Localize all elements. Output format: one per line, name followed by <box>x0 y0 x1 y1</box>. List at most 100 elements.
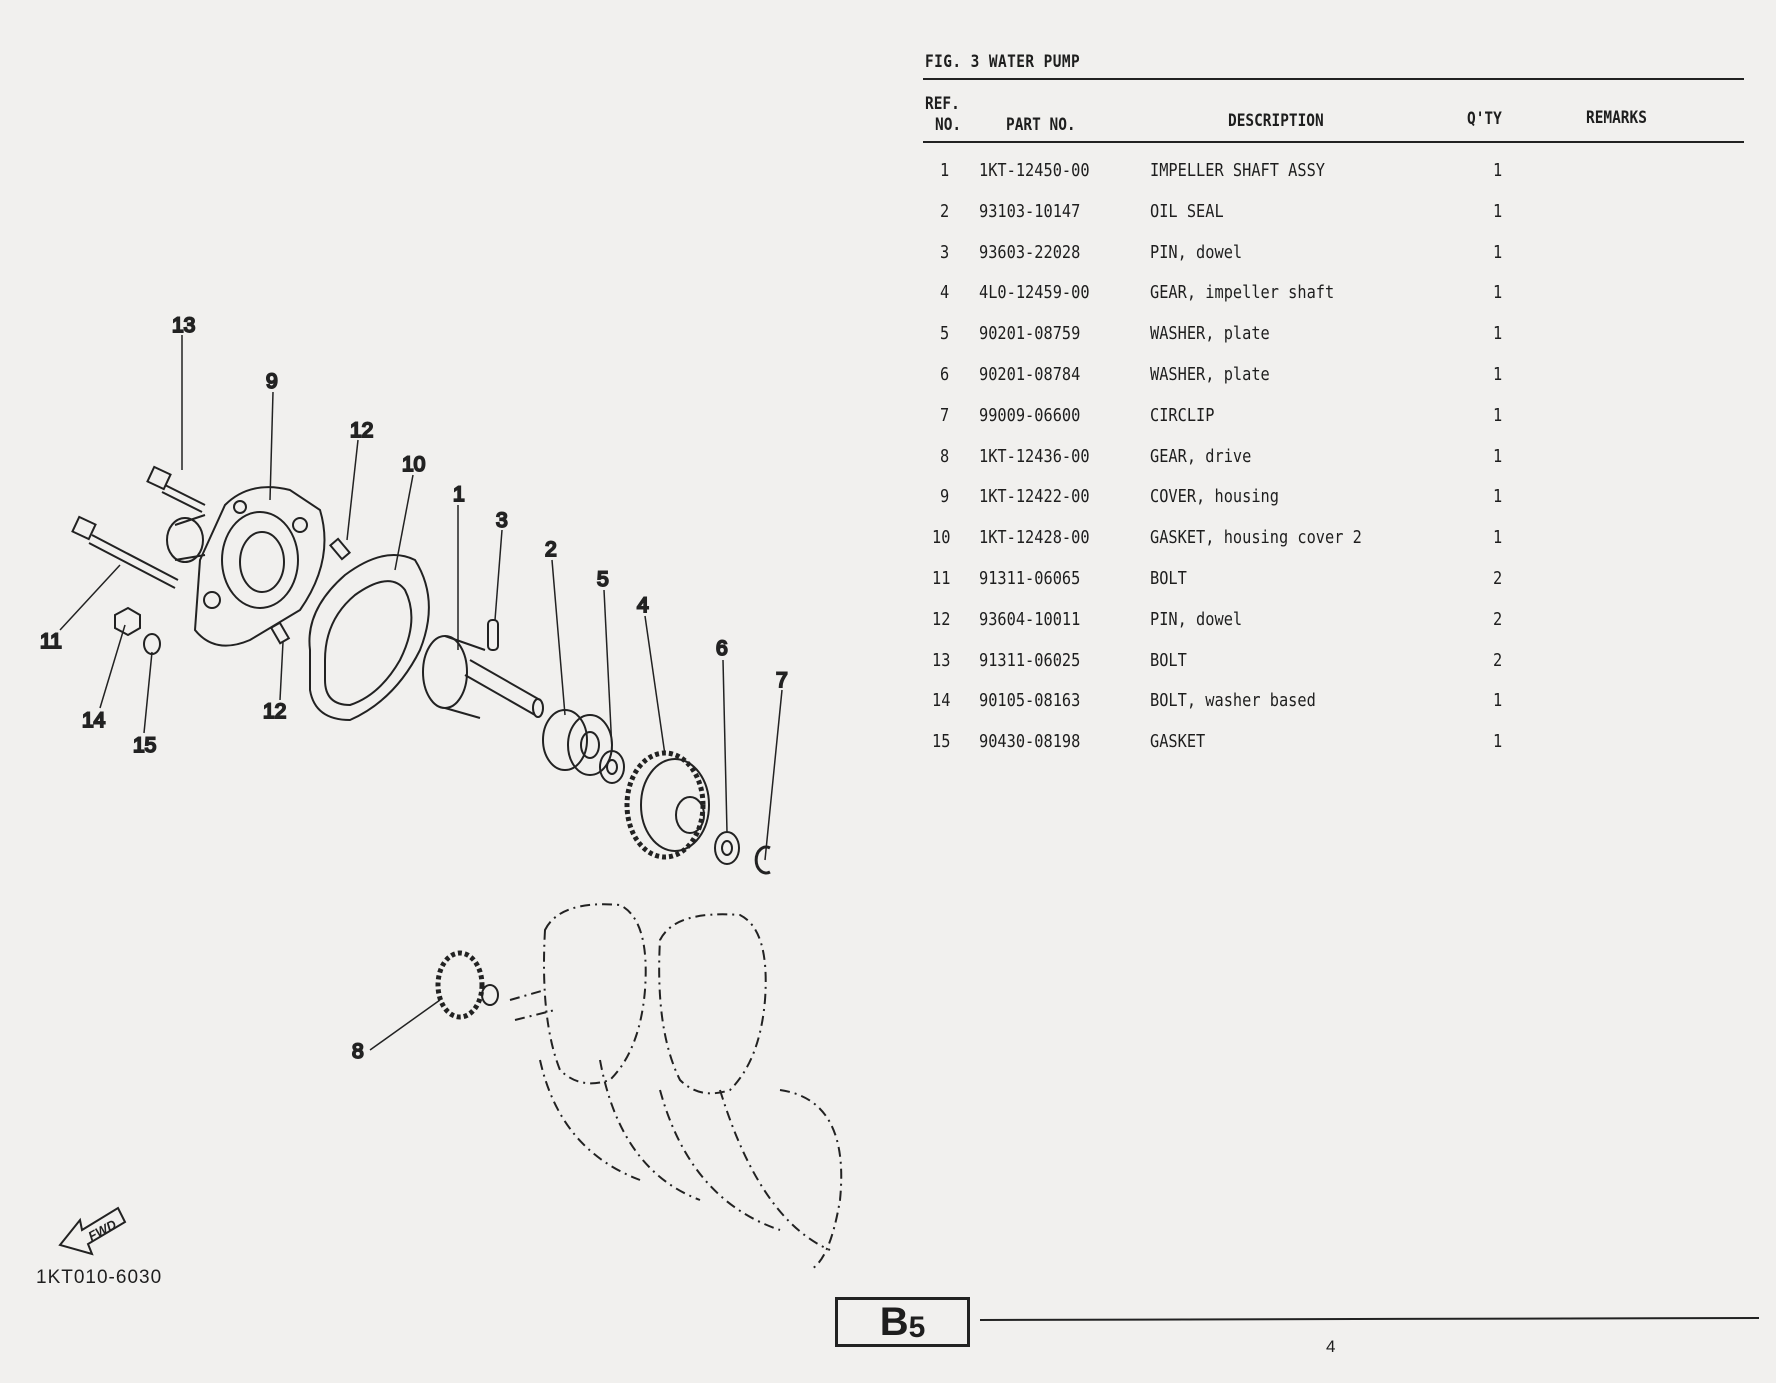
dowel-pin-part <box>328 537 352 561</box>
figure-title: FIG. 3 WATER PUMP <box>925 52 1081 72</box>
cell-description: BOLT <box>1150 649 1187 671</box>
cell-part-no: 90201-08759 <box>979 323 1081 345</box>
cell-qty: 1 <box>1493 731 1503 753</box>
table-row: 5 90201-08759 WASHER, plate 1 <box>0 323 1776 353</box>
cell-qty: 1 <box>1493 241 1503 263</box>
cell-part-no: 99009-06600 <box>979 404 1081 426</box>
cell-description: CIRCLIP <box>1150 404 1215 426</box>
callout-6: 6 <box>716 637 728 660</box>
cell-ref: 2 <box>940 200 950 222</box>
header-part-no: PART NO. <box>1006 115 1076 135</box>
crankshaft-part <box>509 903 843 1271</box>
callout-12b: 12 <box>263 700 286 723</box>
section-badge: B5 <box>835 1297 970 1347</box>
bolt-parts <box>71 465 206 655</box>
cell-qty: 2 <box>1493 608 1503 630</box>
callout-8: 8 <box>352 1040 364 1063</box>
callout-10: 10 <box>402 453 425 476</box>
cell-part-no: 93603-22028 <box>979 241 1081 263</box>
cell-ref: 14 <box>932 690 951 712</box>
cell-qty: 1 <box>1493 323 1503 345</box>
cell-qty: 1 <box>1493 404 1503 426</box>
cell-description: BOLT <box>1150 568 1187 589</box>
cell-description: WASHER, plate <box>1150 364 1270 385</box>
cell-ref: 9 <box>940 486 950 508</box>
cell-part-no: 91311-06025 <box>979 649 1081 671</box>
callout-4: 4 <box>637 594 649 617</box>
cell-description: PIN, dowel <box>1150 241 1243 263</box>
cell-description: PIN, dowel <box>1150 608 1243 630</box>
cell-description: OIL SEAL <box>1150 200 1224 222</box>
figure-code: 1KT010-6030 <box>36 1267 163 1288</box>
table-row: 12 93604-10011 PIN, dowel 2 <box>0 609 1776 639</box>
cell-qty: 1 <box>1493 160 1503 181</box>
impeller-gear-part <box>624 750 710 860</box>
cell-ref: 10 <box>932 527 951 549</box>
cell-qty: 2 <box>1493 649 1503 671</box>
table-row: 10 1KT-12428-00 GASKET, housing cover 2 1 <box>0 527 1776 557</box>
section-number: 5 <box>908 1311 926 1344</box>
cell-description: WASHER, plate <box>1150 323 1270 345</box>
cell-qty: 2 <box>1493 568 1503 589</box>
callout-11: 11 <box>40 630 62 653</box>
cell-ref: 12 <box>932 608 951 630</box>
cell-qty: 1 <box>1493 364 1503 385</box>
cover-housing-part <box>166 486 326 647</box>
cell-description: IMPELLER SHAFT ASSY <box>1150 160 1326 181</box>
circlip-part <box>754 845 771 875</box>
cell-part-no: 1KT-12428-00 <box>979 527 1090 549</box>
cell-ref: 3 <box>940 241 950 263</box>
cell-qty: 1 <box>1493 690 1503 712</box>
cell-qty: 1 <box>1493 486 1503 508</box>
callout-12: 12 <box>350 419 373 442</box>
page-number: 4 <box>1326 1337 1336 1356</box>
cell-description: GASKET, housing cover 2 <box>1150 527 1362 549</box>
cell-part-no: 90430-08198 <box>979 731 1081 753</box>
cell-ref: 8 <box>940 445 950 467</box>
footer-rule <box>979 1317 1760 1321</box>
callout-9: 9 <box>266 370 278 393</box>
fwd-arrow-icon: FWD <box>58 1206 127 1256</box>
cell-ref: 5 <box>940 323 950 345</box>
callout-5: 5 <box>597 568 609 591</box>
dowel-pin-part <box>487 619 499 651</box>
cell-description: BOLT, washer based <box>1150 690 1316 712</box>
cell-part-no: 90201-08784 <box>979 364 1081 385</box>
impeller-shaft-part <box>422 635 544 719</box>
cell-ref: 11 <box>932 568 951 589</box>
top-rule <box>923 78 1744 80</box>
cell-part-no: 93604-10011 <box>979 608 1081 630</box>
header-remarks: REMARKS <box>1586 108 1647 128</box>
callout-1: 1 <box>453 483 465 506</box>
cell-ref: 13 <box>932 649 951 671</box>
dowel-pin-part <box>269 621 291 645</box>
cell-part-no: 1KT-12436-00 <box>979 445 1090 467</box>
callout-2: 2 <box>545 538 557 561</box>
callout-15: 15 <box>133 734 156 757</box>
cell-description: GASKET <box>1150 731 1206 753</box>
cell-qty: 1 <box>1493 200 1503 222</box>
cell-qty: 1 <box>1493 445 1503 467</box>
cell-description: COVER, housing <box>1150 486 1279 508</box>
cell-ref: 15 <box>932 731 951 753</box>
cell-part-no: 4L0-12459-00 <box>979 282 1090 304</box>
table-row: 3 93603-22028 PIN, dowel 1 <box>0 242 1776 272</box>
cell-qty: 1 <box>1493 527 1503 549</box>
cell-qty: 1 <box>1493 282 1503 304</box>
drive-gear-part <box>435 950 499 1020</box>
cell-part-no: 91311-06065 <box>979 568 1081 589</box>
header-qty: Q'TY <box>1467 109 1502 129</box>
leader-lines <box>59 335 783 1051</box>
table-row: 15 90430-08198 GASKET 1 <box>0 731 1776 761</box>
cell-ref: 4 <box>940 282 950 304</box>
cell-part-no: 1KT-12450-00 <box>979 160 1090 181</box>
header-description: DESCRIPTION <box>1228 111 1324 131</box>
table-row: 13 91311-06025 BOLT 2 <box>0 650 1776 680</box>
header-ref-bottom: NO. <box>935 115 962 135</box>
table-row: 11 91311-06065 BOLT 2 <box>0 568 1776 598</box>
